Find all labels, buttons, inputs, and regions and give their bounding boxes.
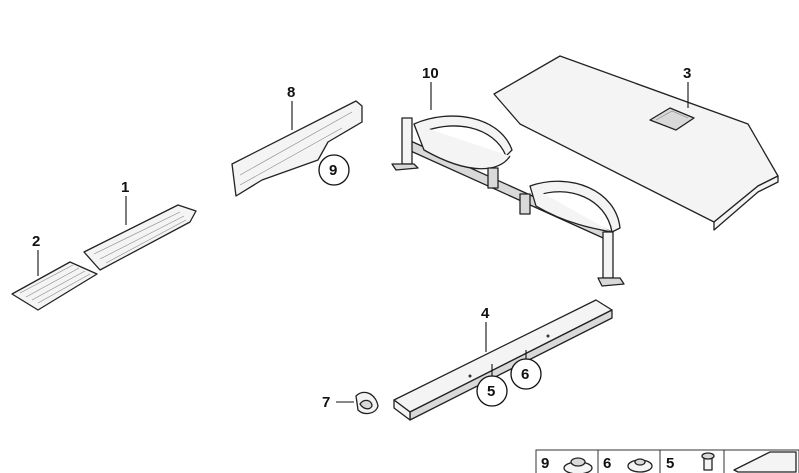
label-6: 6 xyxy=(521,366,529,383)
label-3: 3 xyxy=(683,65,691,82)
callout-6[interactable] xyxy=(510,358,542,390)
part-2-small-mat[interactable] xyxy=(11,261,98,311)
callout-9[interactable] xyxy=(318,154,350,186)
screw-icon xyxy=(701,452,715,471)
grommet-large-icon xyxy=(563,457,593,473)
legend-strip: 9 6 5 xyxy=(535,449,799,473)
label-1: 1 xyxy=(121,179,129,196)
part-1-wedge-mat[interactable] xyxy=(83,204,197,271)
label-8: 8 xyxy=(287,84,295,101)
label-2: 2 xyxy=(32,233,40,250)
label-9: 9 xyxy=(329,162,337,179)
callout-5[interactable] xyxy=(476,375,508,407)
legend-label-6: 6 xyxy=(603,455,611,472)
label-7: 7 xyxy=(322,394,330,411)
part-8-side-trim[interactable] xyxy=(231,100,363,197)
part-10-strap-holder[interactable] xyxy=(391,115,625,287)
wedge-icon xyxy=(733,451,797,473)
label-5: 5 xyxy=(487,383,495,400)
legend-label-9: 9 xyxy=(541,455,549,472)
legend-label-5: 5 xyxy=(666,455,674,472)
label-4: 4 xyxy=(481,305,490,322)
label-10: 10 xyxy=(422,65,439,82)
grommet-small-icon xyxy=(627,458,653,473)
part-3-floor-panel[interactable] xyxy=(493,55,779,231)
part-4-rail[interactable] xyxy=(393,299,613,421)
part-7-clip[interactable] xyxy=(355,391,379,415)
